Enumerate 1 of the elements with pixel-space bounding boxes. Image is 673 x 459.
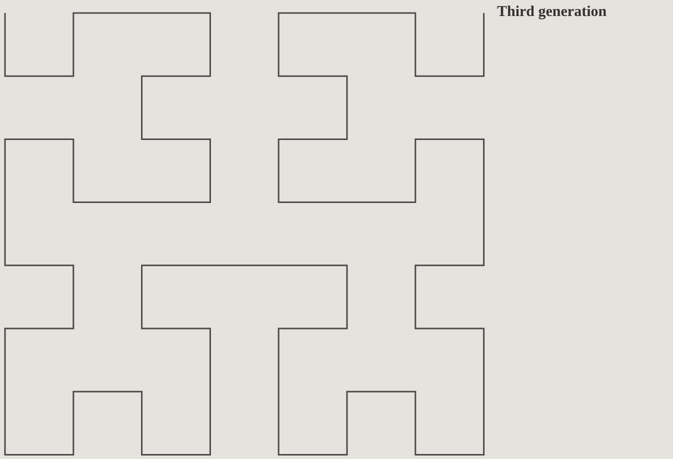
caption-label: Third generation [497,4,607,21]
